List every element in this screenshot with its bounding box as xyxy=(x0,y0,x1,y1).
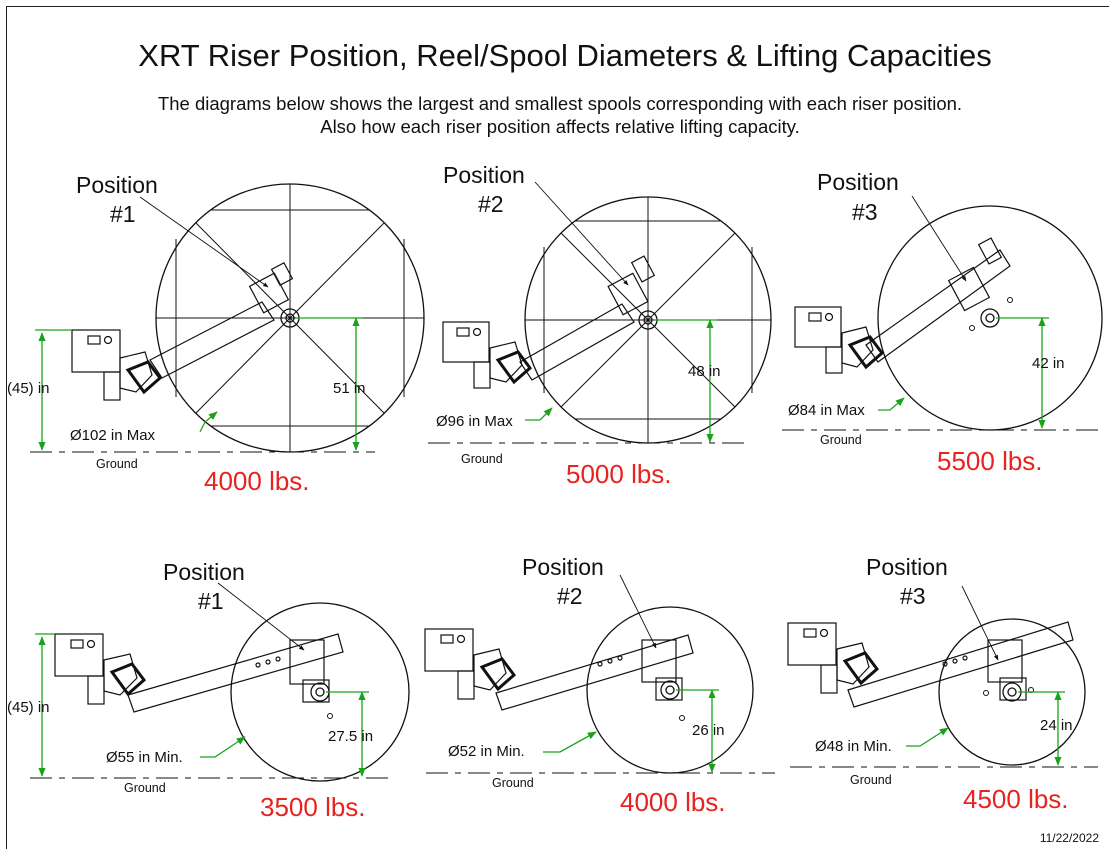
capacity-label: 4000 lbs. xyxy=(620,787,726,817)
tractor-mount xyxy=(54,633,147,705)
position-leader xyxy=(619,574,657,649)
position-label: Position xyxy=(163,559,245,585)
position-leader xyxy=(217,582,305,651)
revision-date: 11/22/2022 xyxy=(1039,831,1099,845)
position-label: Position xyxy=(866,554,948,580)
reel-outline xyxy=(938,618,1086,766)
diagram-position-2-max: Position #2 48 in Ø96 in Max Ground 5000… xyxy=(428,162,772,489)
axle-height-label: 24 in xyxy=(1040,717,1073,734)
position-leader xyxy=(961,585,999,661)
position-label: Position xyxy=(443,162,525,188)
ground-label: Ground xyxy=(820,433,862,447)
capacity-label: 4000 lbs. xyxy=(204,466,310,496)
position-number: #2 xyxy=(478,191,504,217)
position-leader xyxy=(139,196,269,288)
diagram-position-2-min: Position #2 26 in Ø52 in Min. Ground 400… xyxy=(424,554,775,817)
riser-arm xyxy=(149,261,294,379)
ground-label: Ground xyxy=(461,452,503,466)
reel-outline xyxy=(877,205,1103,431)
reel-spokes xyxy=(156,184,424,452)
position-label: Position xyxy=(76,172,158,198)
tractor-mount xyxy=(442,321,533,389)
ground-label: Ground xyxy=(96,457,138,471)
diagram-position-3-min: Position #3 24 in Ø48 in Min. Ground 450… xyxy=(787,554,1098,814)
axle-height-label: 48 in xyxy=(688,363,721,380)
height-label: (45) in xyxy=(7,699,50,716)
subtitle-line-1: The diagrams below shows the largest and… xyxy=(157,93,963,114)
ground-label: Ground xyxy=(492,776,534,790)
capacity-label: 3500 lbs. xyxy=(260,792,366,822)
capacity-label: 5500 lbs. xyxy=(937,446,1043,476)
capacity-label: 4500 lbs. xyxy=(963,784,1069,814)
position-leader xyxy=(911,195,967,282)
reel-spokes xyxy=(525,197,771,443)
riser-arm xyxy=(127,633,344,713)
page-title: XRT Riser Position, Reel/Spool Diameters… xyxy=(138,38,992,73)
diagram-position-1-min: Position #1 (45) in 27.5 in Ø55 in Min. … xyxy=(7,559,410,822)
height-label: (45) in xyxy=(7,380,50,397)
axle-height-label: 26 in xyxy=(692,722,725,739)
ground-label: Ground xyxy=(124,781,166,795)
diagram-position-1-max: Position #1 (45) in 51 in Ø102 in Max Gr… xyxy=(7,172,425,496)
axle-height-label: 51 in xyxy=(333,380,366,397)
position-number: #1 xyxy=(110,201,136,227)
riser-bracket xyxy=(289,639,325,685)
diameter-label: Ø84 in Max xyxy=(788,402,865,419)
position-label: Position xyxy=(817,169,899,195)
riser-arm xyxy=(865,237,1011,363)
axle-height-label: 27.5 in xyxy=(328,728,373,745)
diameter-label: Ø48 in Min. xyxy=(815,738,892,755)
diameter-label: Ø96 in Max xyxy=(436,413,513,430)
position-leader xyxy=(534,181,629,286)
riser-arm xyxy=(519,255,656,381)
diameter-label: Ø102 in Max xyxy=(70,427,156,444)
position-number: #1 xyxy=(198,588,224,614)
position-number: #3 xyxy=(900,583,926,609)
position-label: Position xyxy=(522,554,604,580)
diameter-label: Ø55 in Min. xyxy=(106,749,183,766)
diagram-position-3-max: Position #3 42 in Ø84 in Max Ground 5500… xyxy=(782,169,1103,476)
tractor-mount xyxy=(424,628,517,700)
ground-label: Ground xyxy=(850,773,892,787)
axle-height-label: 42 in xyxy=(1032,355,1065,372)
drawing-sheet-border xyxy=(6,6,1109,849)
reel-outline xyxy=(586,606,754,774)
riser-arm xyxy=(495,634,694,711)
riser-arm xyxy=(847,621,1074,708)
position-number: #2 xyxy=(557,583,583,609)
tractor-mount xyxy=(794,306,885,374)
reel-outline xyxy=(230,602,410,782)
diameter-label: Ø52 in Min. xyxy=(448,743,525,760)
tractor-mount xyxy=(71,329,163,401)
tractor-mount xyxy=(787,622,880,694)
capacity-label: 5000 lbs. xyxy=(566,459,672,489)
subtitle-line-2: Also how each riser position affects rel… xyxy=(320,116,800,137)
position-number: #3 xyxy=(852,199,878,225)
